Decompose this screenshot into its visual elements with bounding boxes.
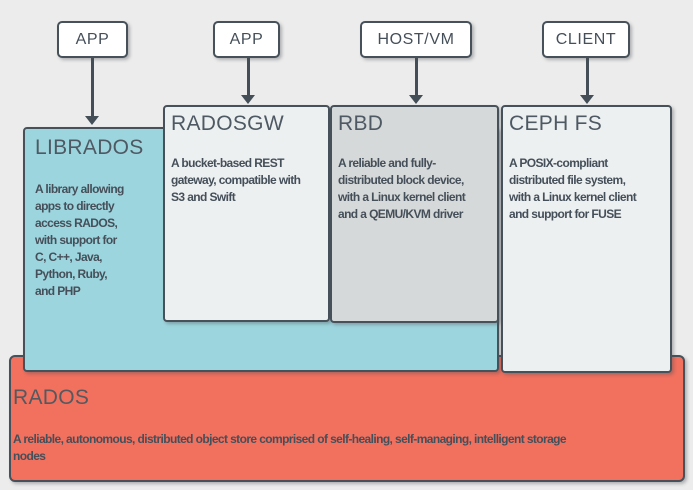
radosgw-title: RADOSGW bbox=[171, 112, 284, 135]
radosgw-description: A bucket-based REST gateway, compatible … bbox=[171, 156, 301, 204]
arrow-down-icon bbox=[85, 116, 99, 125]
node-host-vm-label: HOST/VM bbox=[377, 30, 455, 48]
rados-title: RADOS bbox=[13, 386, 90, 409]
arrow-app-to-librados bbox=[85, 58, 99, 125]
node-client-label: CLIENT bbox=[555, 30, 617, 48]
arrow-stem bbox=[246, 58, 250, 95]
rbd-layer-box: RBD A reliable and fully- distributed bl… bbox=[330, 105, 499, 323]
rados-layer-box: RADOS A reliable, autonomous, distribute… bbox=[9, 355, 685, 482]
cephfs-description: A POSIX-compliant distributed file syste… bbox=[509, 156, 637, 221]
arrow-down-icon bbox=[580, 95, 594, 104]
arrow-stem bbox=[90, 58, 94, 116]
arrow-down-icon bbox=[409, 95, 423, 104]
node-client: CLIENT bbox=[542, 21, 630, 58]
node-app-2: APP bbox=[213, 21, 280, 58]
radosgw-layer-box: RADOSGW A bucket-based REST gateway, com… bbox=[163, 105, 330, 322]
cephfs-layer-box: CEPH FS A POSIX-compliant distributed fi… bbox=[501, 105, 672, 373]
arrow-hostvm-to-rbd bbox=[409, 58, 423, 104]
cephfs-title: CEPH FS bbox=[509, 112, 603, 135]
arrow-stem bbox=[414, 58, 418, 95]
rados-description: A reliable, autonomous, distributed obje… bbox=[13, 432, 567, 463]
node-host-vm: HOST/VM bbox=[360, 21, 472, 58]
arrow-app-to-radosgw bbox=[241, 58, 255, 104]
librados-description: A library allowing apps to directly acce… bbox=[35, 182, 124, 298]
arrow-client-to-cephfs bbox=[580, 58, 594, 104]
node-app-2-label: APP bbox=[229, 30, 264, 48]
rbd-description: A reliable and fully- distributed block … bbox=[338, 156, 466, 221]
node-app-1-label: APP bbox=[75, 30, 110, 48]
librados-title: LIBRADOS bbox=[35, 136, 144, 159]
node-app-1: APP bbox=[57, 21, 128, 58]
arrow-down-icon bbox=[241, 95, 255, 104]
arrow-stem bbox=[585, 58, 589, 95]
rbd-title: RBD bbox=[338, 112, 384, 135]
